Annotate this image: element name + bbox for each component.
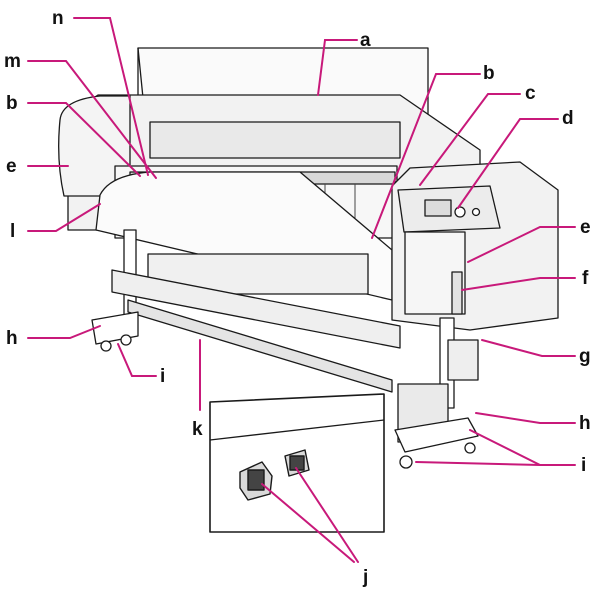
leader-j-2: [295, 467, 359, 563]
leader-g: [481, 339, 576, 357]
callout-k: k: [192, 419, 203, 440]
leader-e-right: [467, 226, 576, 263]
callout-e-right: e: [580, 217, 591, 238]
leader-l: [27, 203, 101, 232]
rear-window: [149, 121, 401, 159]
control-panel-display: [424, 199, 452, 217]
callout-m: m: [4, 51, 21, 72]
callout-i-right: i: [581, 455, 587, 476]
callout-g: g: [579, 346, 591, 367]
leader-h-left: [27, 325, 101, 339]
take-up-reel-bar: [127, 299, 393, 393]
leader-n: [73, 17, 149, 176]
callout-h-right: h: [579, 413, 591, 434]
leader-m: [27, 60, 157, 179]
leader-i-left: [117, 343, 157, 377]
ink-cartridge-slot: [451, 271, 463, 315]
callout-h-left: h: [6, 328, 18, 349]
callout-c: c: [525, 83, 536, 104]
waste-ink-bottle: [447, 339, 479, 381]
leader-b-top: [371, 73, 481, 239]
leader-a: [317, 39, 358, 96]
left-caster: [100, 340, 112, 352]
control-panel-button: [454, 206, 466, 218]
leader-i-right-1: [469, 429, 576, 466]
leader-h-right: [475, 412, 576, 424]
leader-f: [461, 277, 576, 291]
callout-l: l: [10, 221, 16, 242]
leader-d: [457, 118, 559, 209]
leader-j-1: [261, 483, 355, 563]
callout-a: a: [360, 30, 371, 51]
callout-b-top: b: [483, 63, 495, 84]
callout-i-left: i: [160, 366, 166, 387]
callout-d: d: [562, 108, 574, 129]
callout-j: j: [363, 567, 369, 588]
right-caster: [399, 455, 413, 469]
leader-i-right-2: [415, 461, 541, 466]
leader-b-left: [27, 102, 141, 177]
callout-f: f: [582, 268, 589, 289]
callout-b-left: b: [6, 93, 18, 114]
leader-c: [419, 93, 521, 186]
callout-n: n: [52, 8, 64, 29]
right-foot: [394, 417, 479, 453]
callout-e-left: e: [6, 156, 17, 177]
take-up-reel-unit: [111, 269, 401, 349]
